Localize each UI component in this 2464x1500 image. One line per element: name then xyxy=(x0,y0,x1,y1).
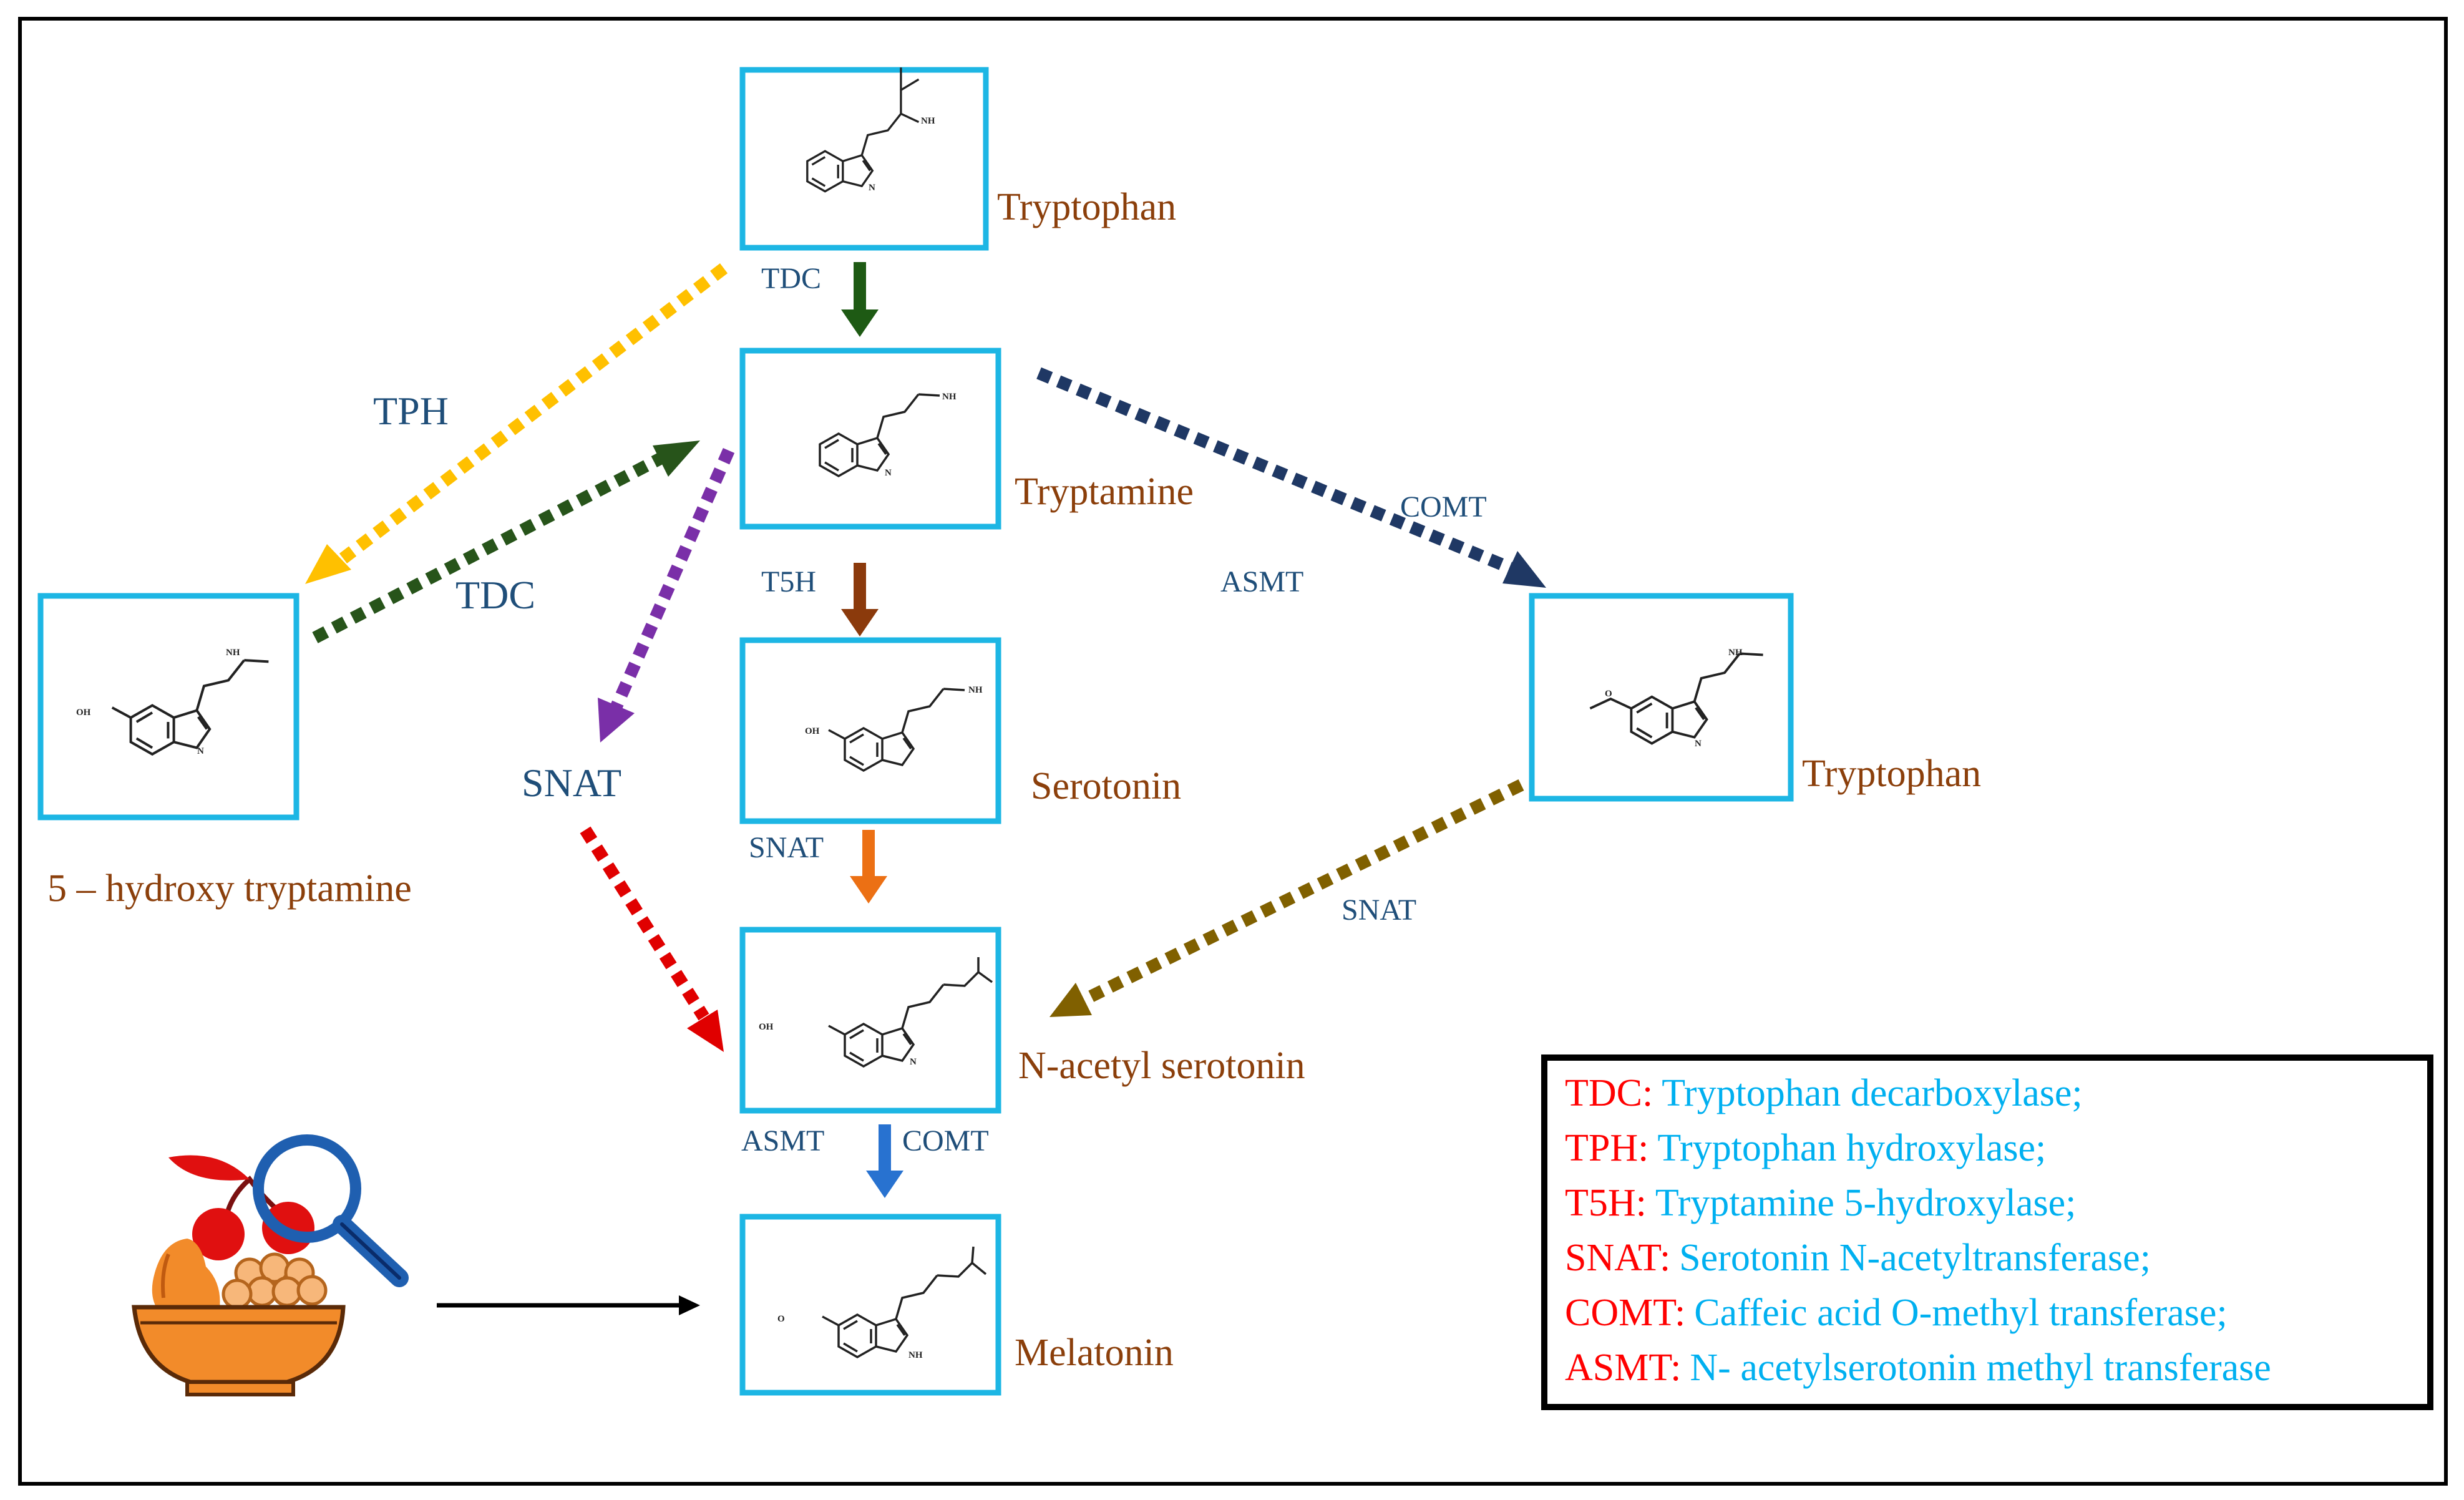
compound-box-tryptophan-top: NH N xyxy=(739,67,989,251)
atom-label-nh-melatonin: NH xyxy=(908,1350,923,1360)
atom-label-n-right: N xyxy=(1695,739,1702,749)
arrow-snat-purple-dashed xyxy=(598,447,735,743)
arrow-comt-navy-dashed xyxy=(1036,367,1546,588)
legend-desc-t5h: Tryptamine 5-hydroxylase; xyxy=(1655,1182,2076,1224)
atom-label-nh-hydroxy: NH xyxy=(226,648,240,658)
legend-abbr-comt: COMT: xyxy=(1565,1292,1685,1334)
legend-line-t5h: T5H:Tryptamine 5-hydroxylase; xyxy=(1565,1182,2076,1224)
legend-abbr-snat: SNAT: xyxy=(1565,1237,1670,1279)
legend-line-tph: TPH:Tryptophan hydroxylase; xyxy=(1565,1127,2046,1169)
atom-label-o-right: O xyxy=(1605,689,1612,699)
compound-box-tryptamine: NH N xyxy=(739,348,1001,530)
atom-label-n-n-acetyl: N xyxy=(910,1057,917,1067)
enzyme-label-t5h: T5H xyxy=(761,565,816,598)
legend-box: TDC:Tryptophan decarboxylase; TPH:Trypto… xyxy=(1541,1054,2433,1410)
arrow-serotonin-to-n-acetyl-serotonin xyxy=(850,830,887,903)
legend-desc-asmt: N- acetylserotonin methyl transferase xyxy=(1690,1347,2271,1389)
fruit-bowl-magnifier-icon xyxy=(132,1134,409,1396)
compound-box-serotonin: OH NH xyxy=(739,637,1001,824)
enzyme-label-snat-right: SNAT xyxy=(1342,894,1416,927)
atom-label-nh-right: NH xyxy=(1728,648,1743,658)
legend-abbr-tph: TPH: xyxy=(1565,1127,1648,1169)
legend-desc-tph: Tryptophan hydroxylase; xyxy=(1657,1127,2046,1169)
label-n-acetyl-serotonin: N-acetyl serotonin xyxy=(1018,1045,1305,1087)
arrow-n-acetyl-serotonin-to-melatonin xyxy=(866,1124,903,1198)
atom-label-n-top: N xyxy=(869,183,875,193)
legend-desc-snat: Serotonin N-acetyltransferase; xyxy=(1679,1237,2151,1279)
label-melatonin: Melatonin xyxy=(1015,1332,1174,1374)
arrow-snat-red-dashed xyxy=(580,826,724,1052)
legend-line-snat: SNAT:Serotonin N-acetyltransferase; xyxy=(1565,1237,2151,1279)
enzyme-label-asmt-bottom: ASMT xyxy=(741,1124,824,1157)
atom-label-n-hydroxy: N xyxy=(197,746,204,756)
enzyme-label-snat-left: SNAT xyxy=(522,761,621,805)
legend-line-comt: COMT:Caffeic acid O-methyl transferase; xyxy=(1565,1292,2228,1334)
arrow-tph-dashed xyxy=(305,263,728,584)
enzyme-label-tph: TPH xyxy=(373,389,449,433)
enzyme-label-asmt-right: ASMT xyxy=(1220,565,1303,598)
atom-label-oh-serotonin: OH xyxy=(805,726,820,736)
legend-line-tdc: TDC:Tryptophan decarboxylase; xyxy=(1565,1072,2083,1114)
enzyme-label-comt-bottom: COMT xyxy=(902,1124,989,1157)
atom-label-nh-top: NH xyxy=(921,116,935,126)
label-serotonin: Serotonin xyxy=(1031,765,1181,807)
label-tryptamine: Tryptamine xyxy=(1015,470,1194,513)
atom-label-oh-n-acetyl: OH xyxy=(759,1022,774,1032)
label-tryptophan-top: Tryptophan xyxy=(997,186,1176,228)
atom-label-nh-serotonin: NH xyxy=(968,685,983,695)
outer-frame xyxy=(18,17,2448,1486)
arrow-tryptophan-to-tryptamine xyxy=(841,262,879,337)
legend-abbr-tdc: TDC: xyxy=(1565,1072,1653,1114)
atom-label-nh-tryptamine: NH xyxy=(942,392,957,402)
label-tryptophan-right: Tryptophan xyxy=(1802,752,1981,795)
compound-box-melatonin: O NH xyxy=(739,1214,1001,1396)
atom-label-n-tryptamine: N xyxy=(885,468,892,478)
arrow-snat-olive-dashed xyxy=(1049,779,1524,1017)
label-5-hydroxy-tryptamine: 5 – hydroxy tryptamine xyxy=(47,867,412,910)
compound-box-tryptophan-right: O NH N xyxy=(1529,593,1794,802)
arrow-tdc-dashed xyxy=(312,441,700,643)
legend-abbr-asmt: ASMT: xyxy=(1565,1347,1681,1389)
arrow-fruit-to-melatonin xyxy=(437,1295,700,1315)
compound-box-n-acetyl-serotonin: OH N xyxy=(739,927,1001,1114)
legend-abbr-t5h: T5H: xyxy=(1565,1182,1647,1224)
enzyme-label-comt-right: COMT xyxy=(1400,490,1487,524)
enzyme-label-snat-mid: SNAT xyxy=(749,831,824,864)
enzyme-label-tdc-left: TDC xyxy=(455,573,535,617)
legend-desc-comt: Caffeic acid O-methyl transferase; xyxy=(1694,1292,2227,1334)
legend-desc-tdc: Tryptophan decarboxylase; xyxy=(1662,1072,2082,1114)
atom-label-o-melatonin: O xyxy=(777,1314,785,1324)
compound-box-5-hydroxy-tryptamine: OH NH N xyxy=(37,593,299,821)
arrow-tryptamine-to-serotonin xyxy=(841,563,879,636)
atom-label-oh-hydroxy: OH xyxy=(76,708,91,718)
legend-line-asmt: ASMT:N- acetylserotonin methyl transfera… xyxy=(1565,1347,2271,1389)
enzyme-label-tdc-top: TDC xyxy=(761,262,821,295)
